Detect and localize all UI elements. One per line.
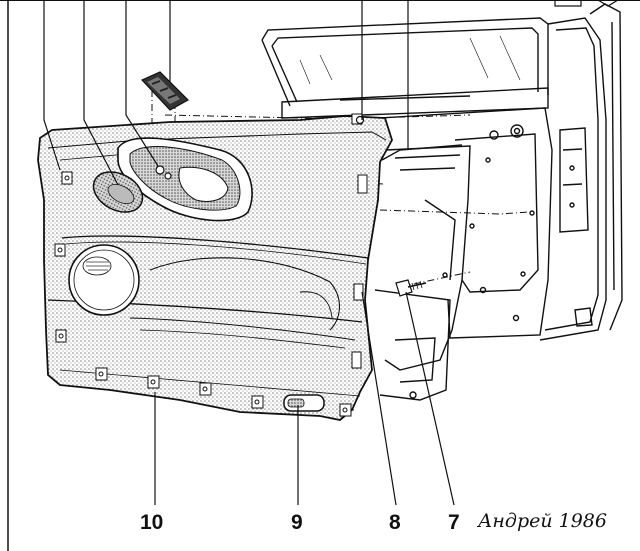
door-shell	[261, 3, 623, 401]
callout-9: 9	[291, 511, 303, 534]
door-trim-panel	[37, 113, 393, 421]
callout-7: 7	[448, 511, 460, 534]
window-switch-unit	[140, 71, 189, 111]
trim-clips	[54, 171, 368, 417]
lower-reflector-part	[283, 394, 325, 412]
callout-10: 10	[140, 511, 164, 534]
leader-lines	[43, 0, 455, 506]
author-signature: Андрей 1986	[478, 510, 607, 532]
top-right-fragment	[554, 0, 619, 7]
callout-8: 8	[389, 511, 401, 534]
